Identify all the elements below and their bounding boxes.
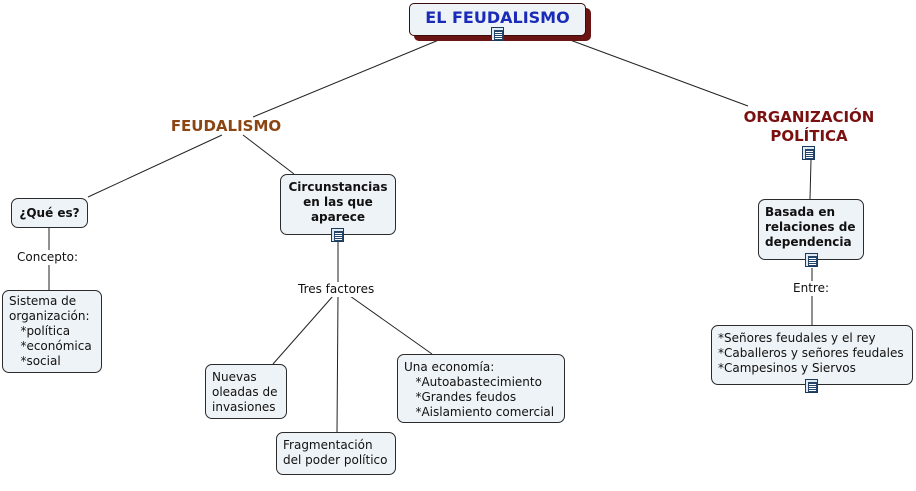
economia-box[interactable]: Una economía: *Autoabastecimiento *Grand… <box>397 354 565 423</box>
que-es-box[interactable]: ¿Qué es? <box>11 198 88 228</box>
document-icon[interactable] <box>802 146 815 160</box>
entre-link-label: Entre: <box>793 281 829 296</box>
fragmentacion-box[interactable]: Fragmentación del poder político <box>276 432 396 475</box>
document-icon[interactable] <box>805 379 818 393</box>
organizacion-heading: ORGANIZACIÓN POLÍTICA <box>743 108 875 145</box>
concepto-link-label: Concepto: <box>17 250 79 265</box>
sistema-box[interactable]: Sistema de organización: *política *econ… <box>2 290 102 373</box>
document-icon[interactable] <box>331 228 344 242</box>
relaciones-box[interactable]: *Señores feudales y el rey *Caballeros y… <box>711 325 913 385</box>
invasiones-box[interactable]: Nuevas oleadas de invasiones <box>205 364 287 419</box>
tres-factores-label: Tres factores <box>298 282 375 297</box>
circunstancias-box[interactable]: Circunstancias en las que aparece <box>280 174 396 235</box>
feudalismo-heading: FEUDALISMO <box>170 117 282 135</box>
root-title: EL FEUDALISMO <box>425 8 570 27</box>
document-icon[interactable] <box>805 253 818 267</box>
document-icon[interactable] <box>491 27 504 41</box>
basada-box[interactable]: Basada en relaciones de dependencia <box>758 199 864 260</box>
que-es-label: ¿Qué es? <box>19 206 80 220</box>
